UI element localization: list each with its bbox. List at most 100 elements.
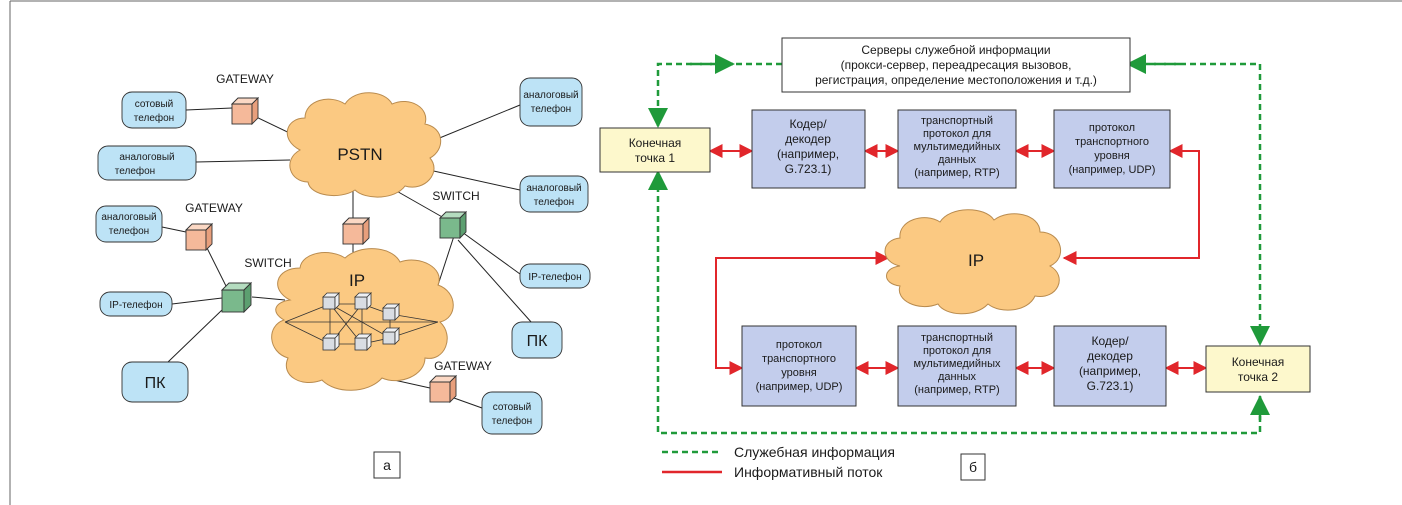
ip-cloud-b: IP — [884, 209, 1061, 315]
terminal-text: ПК — [527, 333, 549, 350]
endpoint-1: Конечная точка 1 — [599, 127, 711, 173]
panel-a-network: PSTN IP — [95, 72, 591, 479]
pstn-cloud: PSTN — [286, 92, 442, 198]
terminal-text: аналоговый — [523, 90, 578, 101]
endpoint-text: точка 2 — [1238, 370, 1279, 384]
endpoint-text: точка 1 — [635, 151, 676, 165]
gateway-bottom-icon — [428, 374, 458, 404]
terminal-text: телефон — [534, 196, 574, 208]
block-text: транспортного — [1075, 136, 1149, 148]
block-text: Кодер/ — [789, 117, 827, 131]
switch-left-label: SWITCH — [244, 256, 291, 270]
caption-b-box — [960, 453, 986, 481]
terminal-text: IP-телефон — [528, 271, 581, 283]
terminal-analog-right: аналоговый телефон — [519, 175, 589, 213]
caption-b: б — [969, 459, 977, 475]
switch-left-icon — [220, 281, 253, 314]
block-text: данных — [938, 371, 977, 383]
legend: Служебная информация Информативный поток — [662, 444, 895, 480]
terminal-text: ПК — [145, 375, 167, 392]
block-text: Кодер/ — [1091, 334, 1129, 348]
servers-desc-line: (прокси-сервер, переадресация вызовов, — [841, 58, 1072, 72]
terminal-cell-bottom: сотовый телефон — [481, 391, 543, 435]
gateway-bottom-label: GATEWAY — [434, 359, 492, 373]
terminal-text: аналоговый — [526, 183, 581, 194]
gateway-top-icon — [230, 96, 260, 126]
caption-a-box — [373, 451, 401, 479]
block-text: (например, UDP) — [756, 381, 843, 393]
block-text: уровня — [781, 367, 817, 379]
terminal-text: аналоговый — [119, 152, 174, 163]
block-text: уровня — [1094, 150, 1130, 162]
servers-title: Серверы служебной информации — [861, 43, 1050, 57]
terminal-analog-top-right: аналоговый телефон — [519, 77, 583, 127]
block-text: транспортный — [921, 115, 993, 127]
block-text: (например, RTP) — [914, 167, 999, 179]
top-rtp-block: транспортный протокол для мультимедийных… — [897, 109, 1017, 189]
switch-right-label: SWITCH — [432, 189, 479, 203]
terminal-ip-phone-left: IP-телефон — [99, 291, 173, 317]
router-icon — [322, 333, 340, 351]
top-codec-block: Кодер/ декодер (например, G.723.1) — [751, 109, 866, 189]
router-icon — [354, 333, 372, 351]
terminal-text: сотовый — [135, 99, 174, 110]
endpoint-2: Конечная точка 2 — [1205, 345, 1311, 393]
service-servers-box: Серверы служебной информации (прокси-сер… — [781, 37, 1131, 93]
terminal-text: телефон — [134, 112, 174, 124]
terminal-text: телефон — [531, 103, 571, 115]
block-text: протокол — [776, 339, 822, 351]
block-text: протокол для — [923, 128, 991, 140]
terminal-ip-phone-right: IP-телефон — [519, 263, 591, 289]
switch-right-icon — [438, 210, 468, 240]
bottom-rtp-block: транспортный протокол для мультимедийных… — [897, 325, 1017, 407]
gateway-top-label: GATEWAY — [216, 72, 274, 86]
terminal-cell-top: сотовый телефон — [121, 91, 187, 129]
endpoint-text: Конечная — [629, 136, 682, 150]
block-text: транспортный — [921, 332, 993, 344]
ip-label-b: IP — [968, 251, 984, 270]
block-text: данных — [938, 154, 977, 166]
ip-routers — [322, 292, 400, 351]
block-text: протокол для — [923, 345, 991, 357]
bottom-codec-block: Кодер/ декодер (например, G.723.1) — [1053, 325, 1167, 407]
block-text: декодер — [785, 132, 831, 146]
terminal-text: телефон — [115, 165, 155, 177]
panel-b-protocol-stack: Серверы служебной информации (прокси-сер… — [599, 37, 1311, 481]
legend-service-label: Служебная информация — [734, 444, 895, 460]
router-icon — [354, 292, 372, 310]
legend-flow-label: Информативный поток — [734, 464, 883, 480]
terminal-text: телефон — [492, 415, 532, 427]
gateway-left-label: GATEWAY — [185, 201, 243, 215]
block-text: транспортного — [762, 353, 836, 365]
terminal-analog-gateway: аналоговый телефон — [95, 205, 163, 243]
bottom-udp-block: протокол транспортного уровня (например,… — [741, 325, 857, 407]
terminal-text: телефон — [109, 225, 149, 237]
block-text: протокол — [1089, 122, 1135, 134]
terminal-pc-left: ПК — [121, 361, 189, 403]
block-text: (например, — [1079, 364, 1141, 378]
terminal-text: сотовый — [493, 402, 532, 413]
block-text: G.723.1) — [1087, 379, 1134, 393]
gateway-center-icon — [341, 216, 371, 246]
ip-label-a: IP — [349, 271, 365, 290]
service-info-lines — [648, 54, 1270, 435]
block-text: (например, — [777, 147, 839, 161]
top-udp-block: протокол транспортного уровня (например,… — [1053, 109, 1171, 189]
block-text: G.723.1) — [785, 162, 832, 176]
gateway-left-icon — [184, 222, 214, 252]
endpoint-text: Конечная — [1232, 355, 1285, 369]
terminal-pc-right: ПК — [511, 321, 563, 359]
block-text: (например, RTP) — [914, 384, 999, 396]
block-text: мультимедийных — [913, 358, 1001, 370]
router-icon — [382, 303, 400, 321]
block-text: (например, UDP) — [1069, 164, 1156, 176]
info-flow-lines — [708, 144, 1208, 375]
servers-desc-line: регистрация, определение местоположения … — [815, 73, 1097, 87]
terminal-text: IP-телефон — [109, 299, 162, 311]
pstn-label: PSTN — [337, 145, 382, 164]
ip-cloud: IP — [271, 248, 454, 391]
block-text: мультимедийных — [913, 141, 1001, 153]
terminal-analog-left: аналоговый телефон — [97, 145, 197, 181]
router-icon — [382, 327, 400, 345]
